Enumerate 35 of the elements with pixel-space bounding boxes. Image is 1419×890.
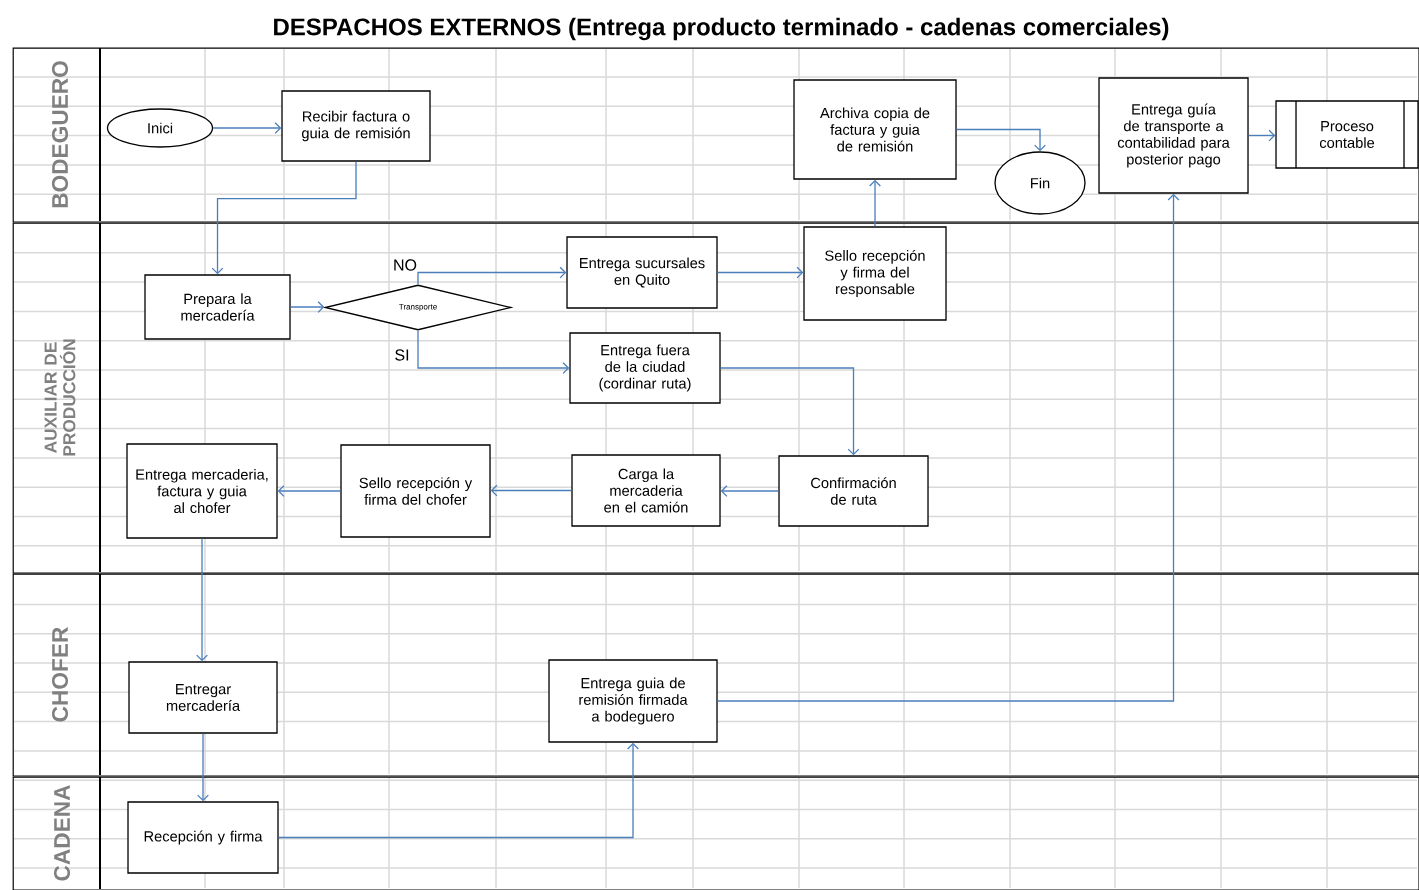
arrow — [717, 266, 804, 279]
arrow — [211, 161, 357, 275]
process-box: Prepara la mercadería — [144, 274, 291, 340]
title: DESPACHOS EXTERNOS (Entrega producto terminado - cadenas comerciales) — [274, 17, 1169, 41]
arrow — [720, 485, 779, 497]
arrow — [197, 733, 209, 802]
process-box: Entrega guía de transporte a contabilidad para posterior pago — [1098, 77, 1249, 194]
process-box: Entrega guia de remisión firmada a bodeguero — [548, 659, 718, 743]
arrow — [417, 330, 570, 374]
arrow — [417, 266, 567, 285]
arrow — [278, 742, 639, 839]
process-box: Entrega sucursales en Quito — [566, 236, 718, 309]
arrow — [1248, 129, 1276, 142]
process-box: Recepción y firma — [127, 801, 279, 874]
process-box: Carga la mercaderia en el camión — [571, 454, 721, 527]
edge-label: NO — [392, 258, 418, 272]
arrow — [720, 367, 860, 456]
edge-label: SI — [393, 348, 411, 362]
arrow — [717, 193, 1180, 702]
process-box: Sello recepción y firma del responsable — [803, 226, 947, 321]
process-box: Confirmación de ruta — [778, 455, 929, 527]
process-box: Recibir factura o guia de remisión — [281, 90, 431, 162]
arrow — [956, 128, 1046, 152]
arrow — [290, 301, 325, 313]
process-box: Entregar mercadería — [128, 661, 278, 734]
process-box: Sello recepción y firma del chofer — [340, 444, 491, 538]
arrow — [277, 485, 341, 497]
process-box: Entrega mercaderia, factura y guia al chofer — [126, 443, 278, 539]
arrow — [490, 484, 572, 497]
arrow — [212, 122, 282, 134]
predefined-process-box: Proceso contable — [1275, 100, 1419, 169]
arrow — [196, 538, 208, 662]
arrow — [869, 179, 881, 227]
process-box: Archiva copia de factura y guia de remisión — [793, 79, 957, 180]
process-box: Entrega fuera de la ciudad (cordinar ruta) — [569, 332, 721, 404]
